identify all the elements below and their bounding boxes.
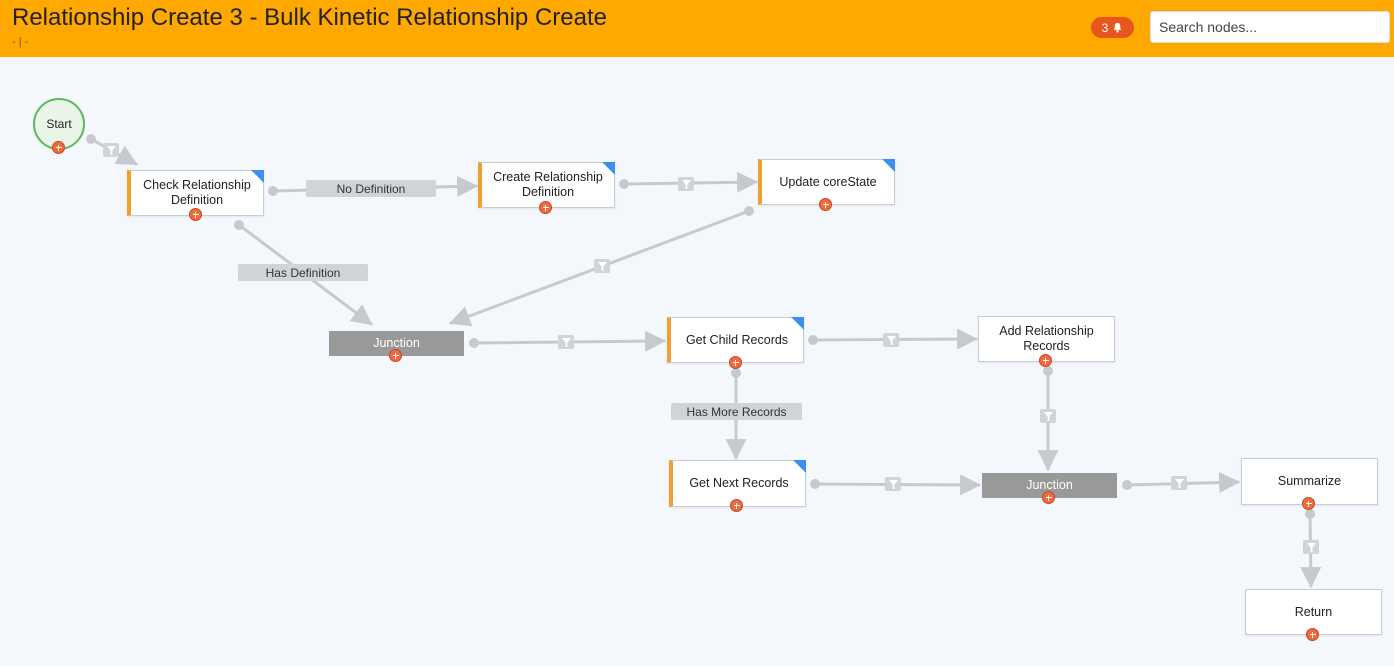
notification-count: 3 [1101,20,1109,35]
filter-icon[interactable] [1040,409,1056,423]
add-node-button[interactable] [189,208,202,221]
routine-corner-marker [791,317,804,330]
filter-icon[interactable] [883,333,899,347]
add-node-button[interactable] [389,349,402,362]
filter-icon[interactable] [1303,540,1319,554]
routine-corner-marker [793,460,806,473]
add-node-button[interactable] [1039,354,1052,367]
add-node-button[interactable] [1042,491,1055,504]
filter-icon[interactable] [885,477,901,491]
add-node-button[interactable] [539,201,552,214]
add-node-button[interactable] [730,499,743,512]
routine-corner-marker [602,162,615,175]
add-node-button[interactable] [1302,497,1315,510]
add-node-button[interactable] [52,141,65,154]
add-node-button[interactable] [729,356,742,369]
routine-corner-marker [882,159,895,172]
filter-icon[interactable] [594,259,610,273]
add-node-button[interactable] [1306,628,1319,641]
filter-icon[interactable] [558,335,574,349]
bell-icon [1113,22,1122,33]
routine-corner-marker [251,170,264,183]
filter-icon[interactable] [678,177,694,191]
search-input[interactable] [1150,11,1390,43]
connector-label-has-more-records[interactable]: Has More Records [671,403,802,420]
filter-icon[interactable] [1171,476,1187,490]
page-title: Relationship Create 3 - Bulk Kinetic Rel… [12,4,607,31]
connector-label-no-definition[interactable]: No Definition [306,180,436,197]
page-subtitle: - | - [12,36,29,48]
notification-badge[interactable]: 3 [1091,17,1134,38]
header-bar: Relationship Create 3 - Bulk Kinetic Rel… [0,0,1394,57]
connector-label-has-definition[interactable]: Has Definition [238,264,368,281]
workflow-canvas[interactable]: No Definition Has Definition Has More Re… [0,57,1394,666]
add-node-button[interactable] [819,198,832,211]
node-get-child-records[interactable]: Get Child Records [667,317,804,363]
filter-icon[interactable] [103,143,119,157]
